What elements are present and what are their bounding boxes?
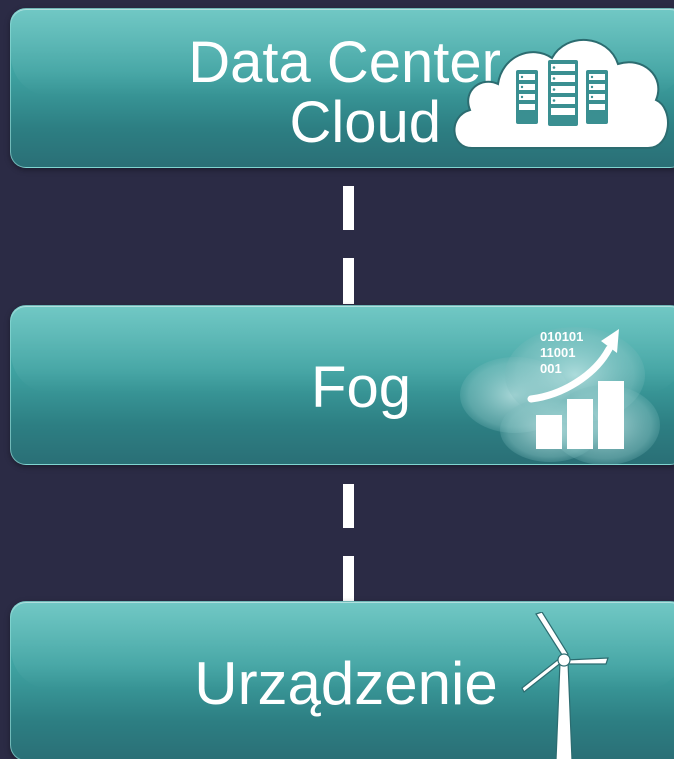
connector-dash xyxy=(343,484,354,528)
tier-label-device: Urządzenie xyxy=(194,650,498,717)
fog-analytics-icon: 010101 11001 001 xyxy=(455,315,665,475)
binary-line-2: 11001 xyxy=(540,345,575,360)
connector-dash xyxy=(343,556,354,602)
connector-dash xyxy=(343,258,354,304)
tier-label-fog: Fog xyxy=(311,355,411,420)
tier-label-cloud: Data Center Cloud xyxy=(121,33,501,153)
tier-label-cloud-line1: Data Center xyxy=(188,30,501,95)
wind-turbine-icon xyxy=(520,611,610,759)
binary-line-1: 010101 xyxy=(540,329,583,344)
tier-label-cloud-line2: Cloud xyxy=(289,90,441,155)
cloud-server-icon xyxy=(452,20,672,162)
connector-dash xyxy=(343,186,354,230)
tier-device: Urządzenie xyxy=(10,601,674,759)
binary-line-3: 001 xyxy=(540,361,562,376)
